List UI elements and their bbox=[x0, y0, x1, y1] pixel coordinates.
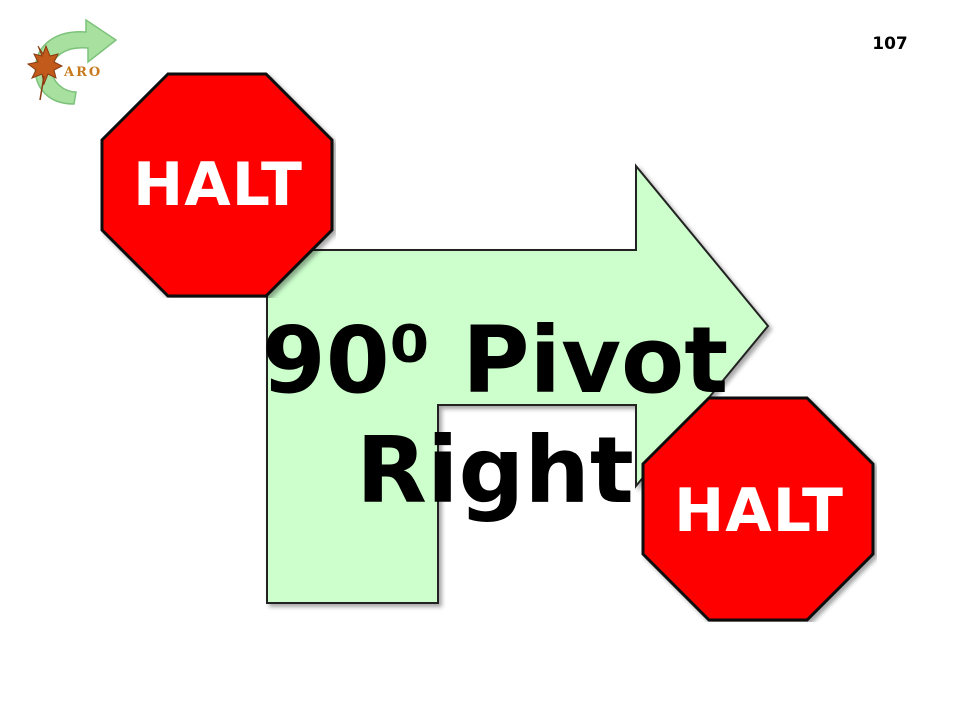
slide-title: 90⁰ Pivot Right bbox=[190, 306, 800, 526]
halt-sign-bottom: HALT bbox=[641, 396, 877, 622]
title-line-1: 90⁰ Pivot bbox=[261, 307, 729, 414]
stop-sign-icon bbox=[641, 396, 875, 622]
halt-label-top: HALT bbox=[133, 150, 303, 220]
aro-logo: ARO bbox=[14, 12, 126, 112]
halt-sign-top: HALT bbox=[100, 72, 336, 298]
halt-label-bottom: HALT bbox=[674, 476, 844, 546]
logo-text: ARO bbox=[63, 65, 102, 80]
page-number: 107 bbox=[872, 34, 908, 54]
title-line-2: Right bbox=[356, 417, 634, 524]
logo-icon: ARO bbox=[26, 18, 118, 105]
stop-sign-icon bbox=[100, 72, 334, 298]
